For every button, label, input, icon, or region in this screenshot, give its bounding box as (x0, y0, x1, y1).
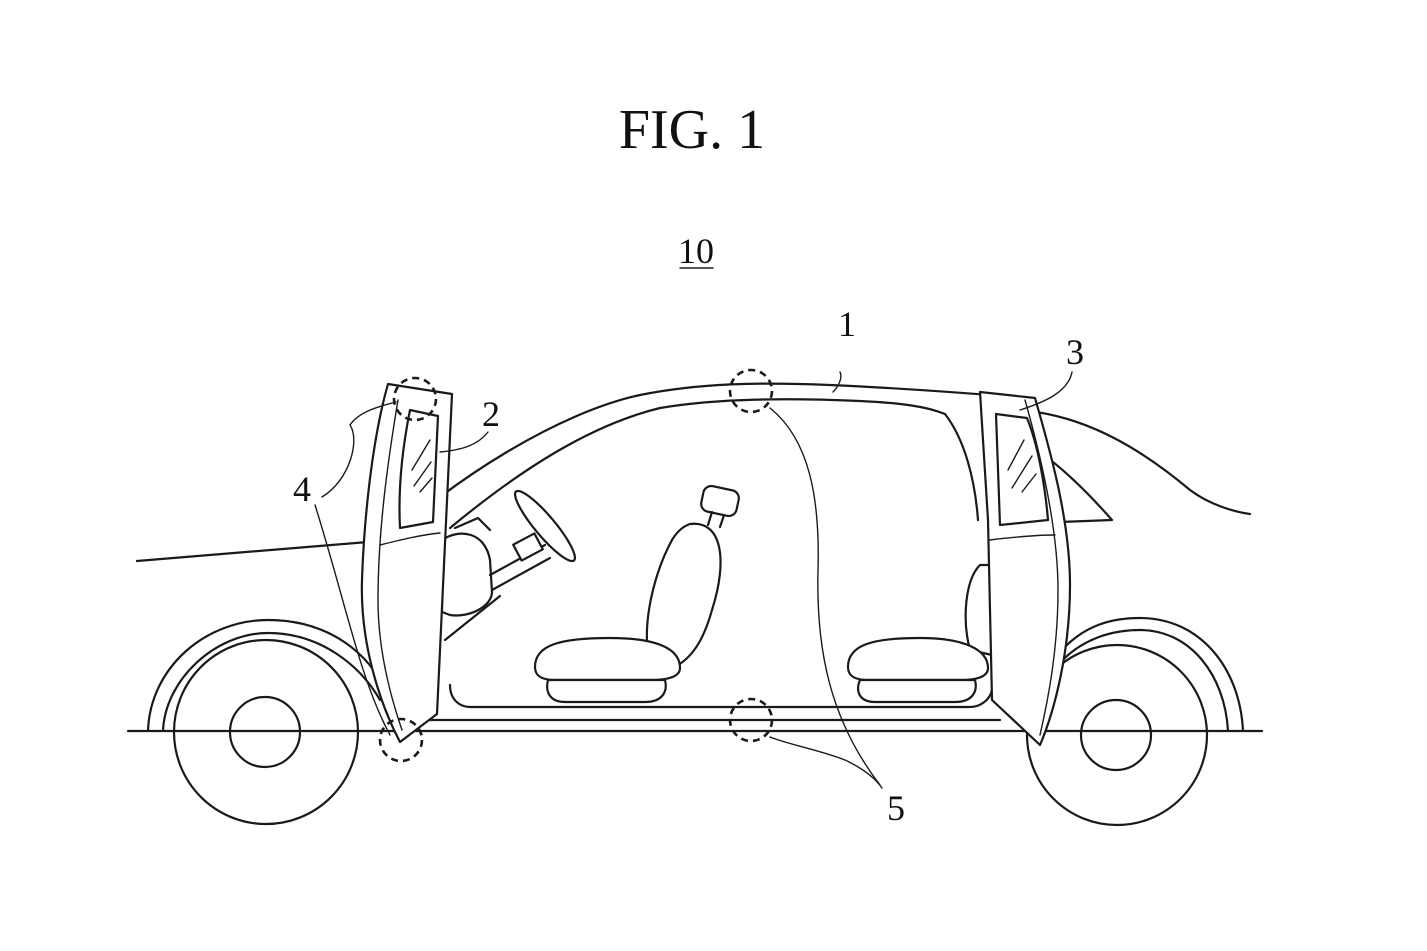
rear-wheel-hub (1079, 698, 1153, 772)
front-headrest (700, 484, 740, 518)
front-window-glare (411, 439, 433, 493)
steering-hub (512, 532, 544, 562)
leader-sensor-5a (769, 407, 881, 786)
label-sensor-parts: 5 (887, 788, 905, 828)
rear-wheel-arch (1056, 628, 1230, 733)
leader-sensor-5b (769, 736, 883, 789)
dashboard (440, 532, 494, 617)
rear-door-window (994, 412, 1050, 527)
leader-roof-1 (832, 371, 842, 393)
front-headrest-post (706, 510, 726, 529)
rear-door-beltline (989, 534, 1056, 541)
front-door-window (398, 408, 440, 530)
hinge-circle-lower (378, 717, 424, 763)
leader-door-2 (439, 431, 489, 453)
floor-upper (448, 683, 994, 709)
front-wheel-arch-outer (146, 618, 387, 733)
rear-wheel-arch-outer (1060, 616, 1245, 733)
vehicle-reference-numeral: 10 (678, 231, 714, 271)
front-wheel (172, 638, 360, 826)
figure-title: FIG. 1 (619, 99, 765, 161)
roof-outer (378, 382, 992, 550)
rear-wheel (1025, 643, 1209, 827)
dashboard-lower (443, 594, 502, 642)
leader-hinge-4b (314, 504, 391, 736)
label-rear-door: 3 (1066, 332, 1084, 372)
rear-seat-cushion (846, 636, 990, 682)
rear-window-glare (1007, 439, 1037, 493)
rear-seat-base (857, 678, 977, 704)
rear-trunk (1034, 410, 1252, 516)
leader-door-3 (1019, 371, 1073, 411)
sensor-circle-floor (728, 697, 774, 743)
front-hood (135, 539, 382, 563)
label-front-door: 2 (482, 394, 500, 434)
hinge-circle-upper (392, 376, 438, 422)
rear-seat-back (964, 563, 994, 657)
front-seat-cushion (533, 636, 682, 682)
front-seat-base (546, 678, 667, 704)
label-hinge-parts: 4 (293, 469, 311, 509)
label-roof: 1 (838, 304, 856, 344)
dashboard-top (453, 516, 492, 532)
leader-hinge-4a (321, 401, 397, 498)
sensor-circle-roof (728, 368, 774, 414)
front-door-inner-edge (377, 399, 403, 731)
roof-inner (448, 398, 947, 530)
steering-wheel (513, 489, 577, 563)
front-wheel-hub (228, 695, 302, 769)
front-wheel-arch (161, 631, 382, 733)
front-door-beltline (379, 532, 441, 546)
c-pillar (943, 412, 980, 522)
